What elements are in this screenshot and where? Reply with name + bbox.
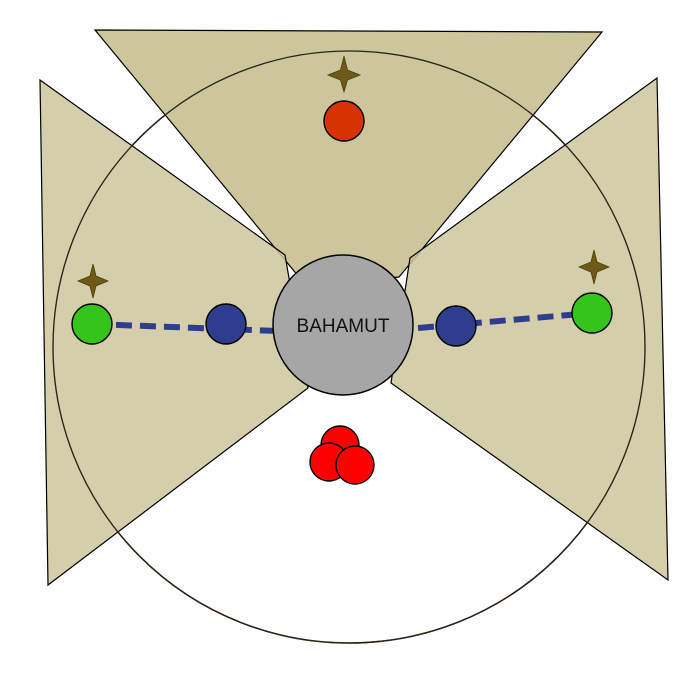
left-tether-line [91, 321, 279, 334]
right-green-marker [571, 292, 613, 334]
right-blue-marker [435, 305, 477, 347]
left-star-icon [76, 263, 110, 299]
boss-circle [272, 254, 414, 396]
right-cone [390, 76, 669, 582]
top-star-icon [326, 55, 362, 94]
stack-red-marker-3 [335, 445, 375, 485]
top-red-marker [323, 100, 365, 142]
arena-circle-overlay [52, 50, 646, 644]
left-green-marker [71, 303, 113, 345]
right-star-icon [577, 249, 611, 285]
boss-label: BAHAMUT [297, 316, 390, 337]
left-blue-marker [205, 303, 247, 345]
left-cone [39, 78, 309, 587]
